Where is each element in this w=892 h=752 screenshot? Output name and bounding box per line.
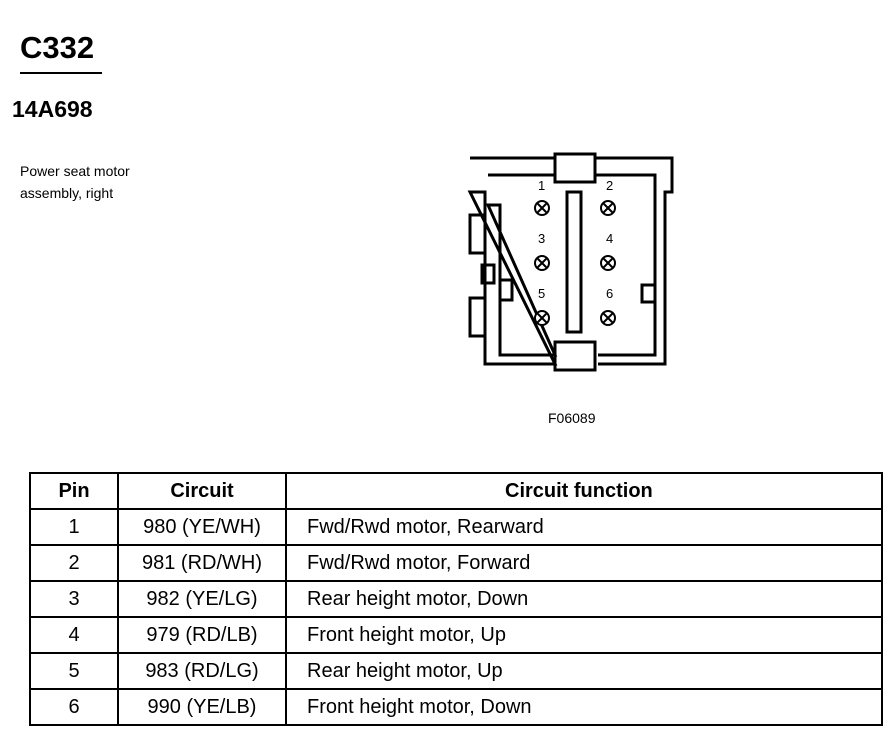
cell-circuit: 981 (RD/WH) [117,544,287,582]
pin-terminal-1 [534,200,550,216]
pin-label-4: 4 [606,231,613,246]
table-row: 1 980 (YE/WH) Fwd/Rwd motor, Rearward [29,508,883,546]
cell-function: Rear height motor, Up [285,652,883,690]
header-pin: Pin [29,472,119,510]
table-row: 4 979 (RD/LB) Front height motor, Up [29,616,883,654]
table-row: 2 981 (RD/WH) Fwd/Rwd motor, Forward [29,544,883,582]
table-row: 6 990 (YE/LB) Front height motor, Down [29,688,883,726]
cell-circuit: 979 (RD/LB) [117,616,287,654]
connector-description: Power seat motor assembly, right [20,160,200,204]
part-number: 14A698 [12,96,93,122]
table-row: 3 982 (YE/LG) Rear height motor, Down [29,580,883,618]
connector-face-diagram: 1 2 3 4 5 6 [467,152,674,372]
pin-terminal-4 [600,255,616,271]
right-notch [640,283,655,304]
cell-circuit: 982 (YE/LG) [117,580,287,618]
cell-pin: 5 [29,652,119,690]
cell-function: Fwd/Rwd motor, Rearward [285,508,883,546]
figure-id: F06089 [548,410,596,426]
pin-table: Pin Circuit Circuit function 1 980 (YE/W… [29,472,883,726]
cell-function: Front height motor, Down [285,688,883,726]
pin-terminal-6 [600,310,616,326]
pin-label-3: 3 [538,231,545,246]
pin-terminal-2 [600,200,616,216]
cell-function: Rear height motor, Down [285,580,883,618]
connector-id: C332 [20,30,95,65]
left-tab-1 [468,213,487,255]
connector-housing-outer [467,156,674,366]
cell-pin: 3 [29,580,119,618]
left-inner-step-top [498,205,514,302]
pin-label-6: 6 [606,286,613,301]
connector-id-underline [20,72,102,74]
cell-function: Front height motor, Up [285,616,883,654]
pin-terminal-3 [534,255,550,271]
pin-terminal-5 [534,310,550,326]
header-circuit-function: Circuit function [285,472,883,510]
left-tab-2 [480,263,496,285]
description-line-1: Power seat motor [20,163,130,179]
center-divider [565,190,583,334]
cell-pin: 1 [29,508,119,546]
cell-circuit: 983 (RD/LG) [117,652,287,690]
cell-circuit: 990 (YE/LB) [117,688,287,726]
cell-pin: 6 [29,688,119,726]
header-circuit: Circuit [117,472,287,510]
pin-label-2: 2 [606,178,613,193]
top-latch [553,152,597,184]
cell-circuit: 980 (YE/WH) [117,508,287,546]
pin-label-5: 5 [538,286,545,301]
bottom-latch [553,340,597,372]
table-row: 5 983 (RD/LG) Rear height motor, Up [29,652,883,690]
pin-label-1: 1 [538,178,545,193]
cell-pin: 2 [29,544,119,582]
cell-pin: 4 [29,616,119,654]
left-tab-3 [468,296,487,338]
table-header-row: Pin Circuit Circuit function [29,472,883,510]
connector-housing-inner [485,173,657,357]
description-line-2: assembly, right [20,185,114,201]
cell-function: Fwd/Rwd motor, Forward [285,544,883,582]
